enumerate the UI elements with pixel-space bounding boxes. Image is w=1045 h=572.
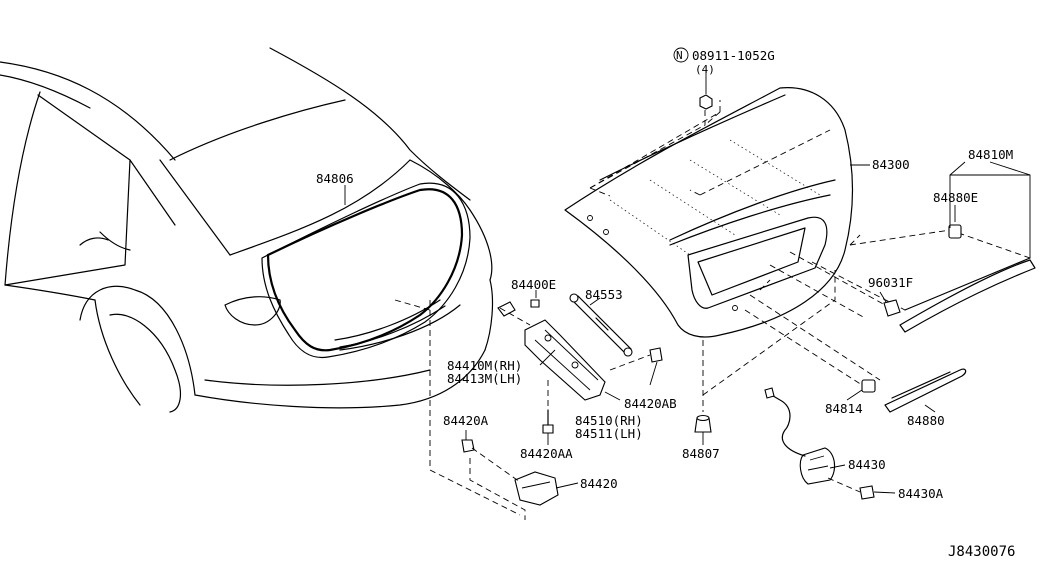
nut-08911-1052G	[673, 47, 713, 110]
label-08911-qty: (4)	[695, 63, 715, 76]
label-84410M-RH: 84410M(RH)	[447, 358, 522, 373]
nut-symbol-n: N	[676, 49, 683, 62]
grommet-84814	[744, 309, 876, 393]
label-84806: 84806	[316, 171, 354, 186]
label-84880: 84880	[907, 413, 945, 428]
trunk-weatherstrip	[261, 182, 471, 359]
label-84553: 84553	[585, 287, 623, 302]
car-body-illustration	[0, 47, 494, 413]
bolt-84430A	[827, 477, 875, 500]
trunk-hinge-84410M	[497, 299, 663, 434]
label-84807: 84807	[682, 446, 720, 461]
bumper-rubber-84807	[694, 270, 836, 433]
label-84420A: 84420A	[443, 413, 489, 428]
diagram-reference-code: J8430076	[948, 544, 1015, 560]
label-84814: 84814	[825, 401, 863, 416]
trunk-lid-dashed-leaders	[589, 100, 831, 256]
trunk-finisher-84810M	[811, 229, 1036, 333]
label-84430A: 84430A	[898, 486, 944, 501]
label-84420AA: 84420AA	[520, 446, 573, 461]
label-84430: 84430	[848, 457, 886, 472]
high-mount-stop-lamp-84880	[749, 279, 967, 413]
label-84420AB: 84420AB	[624, 396, 677, 411]
label-84511-LH: 84511(LH)	[575, 426, 643, 441]
callout-leaders	[344, 70, 1031, 494]
label-84400E: 84400E	[511, 277, 556, 292]
label-84413M-LH: 84413M(LH)	[447, 371, 522, 386]
label-84810M: 84810M	[968, 147, 1013, 162]
label-84510-RH: 84510(RH)	[575, 413, 643, 428]
emblem-clip-96031F	[769, 251, 901, 319]
trunk-lock-84430	[764, 387, 836, 485]
trunk-lid-striker-84420	[394, 299, 559, 520]
label-84420: 84420	[580, 476, 618, 491]
label-84880E: 84880E	[933, 190, 978, 205]
label-96031F: 96031F	[868, 275, 913, 290]
callout-labels: N 08911-1052G (4) 84806 84300 84810M 848…	[316, 48, 1015, 560]
gas-stay-84553	[569, 293, 633, 357]
label-08911-1052G: 08911-1052G	[692, 48, 775, 63]
clip-84880E	[948, 224, 962, 239]
label-84300: 84300	[872, 157, 910, 172]
